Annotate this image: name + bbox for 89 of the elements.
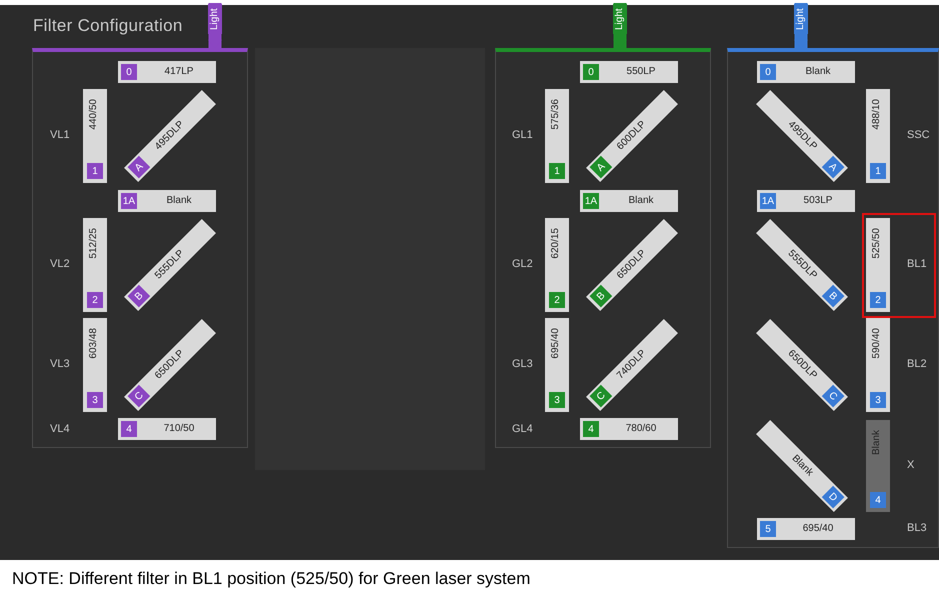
channel-label: VL2 [50, 258, 70, 270]
channel-label: VL4 [50, 423, 70, 435]
position-number: 1A [583, 193, 599, 209]
filter-slot [757, 61, 855, 83]
position-number: C [590, 384, 612, 408]
filter-slot [757, 518, 855, 540]
note-text: NOTE: Different filter in BL1 position (525/50) for Green laser system [12, 569, 530, 589]
position-number: 0 [121, 64, 137, 80]
filter-slot [580, 190, 678, 212]
position-number: 4 [870, 492, 886, 508]
filter-name: 590/40 [871, 328, 882, 359]
filter-slot [118, 190, 216, 212]
filter-name: Blank [627, 195, 654, 206]
edge-label: Light [794, 4, 808, 34]
filter-slot [83, 218, 107, 312]
position-number: 4 [121, 421, 137, 437]
filter-slot [580, 418, 678, 440]
position-number: 3 [549, 392, 565, 408]
position-number: B [590, 284, 612, 308]
channel-label: GL2 [512, 258, 533, 270]
position-number: 2 [87, 292, 103, 308]
channel-label: BL3 [907, 522, 927, 534]
filter-name: 440/50 [88, 99, 99, 130]
filter-name: 620/15 [550, 228, 561, 259]
filter-slot [545, 318, 569, 412]
position-number: 1A [760, 193, 776, 209]
channel-label: X [907, 459, 914, 471]
filter-slot [118, 61, 216, 83]
position-number: C [128, 384, 150, 408]
filter-slot [866, 218, 890, 312]
filter-slot [83, 89, 107, 183]
filter-slot [866, 420, 890, 512]
position-number: 1A [121, 193, 137, 209]
filter-slot [580, 61, 678, 83]
channel-label: GL3 [512, 358, 533, 370]
channel-label: GL4 [512, 423, 533, 435]
position-number: 1 [549, 163, 565, 179]
filter-name: 575/36 [550, 99, 561, 130]
channel-label: VL1 [50, 129, 70, 141]
position-number: C [822, 384, 844, 408]
filter-name: Blank [804, 66, 832, 77]
filter-name: 710/50 [162, 423, 196, 434]
position-number: A [128, 156, 150, 178]
filter-panel [32, 48, 248, 448]
position-number: 1 [87, 163, 103, 179]
position-number: B [128, 284, 150, 308]
filter-slot [757, 190, 855, 212]
filter-name: 603/48 [88, 328, 99, 359]
edge-label: Light [208, 4, 222, 34]
filter-slot [866, 89, 890, 183]
position-number: 0 [760, 64, 776, 80]
position-number: A [822, 156, 844, 178]
filter-name: 550LP [626, 66, 656, 77]
page-title: Filter Configuration [33, 16, 183, 36]
position-number: 2 [549, 292, 565, 308]
position-number: 3 [87, 392, 103, 408]
filter-panel [727, 48, 939, 548]
filter-name: 488/10 [871, 99, 882, 130]
position-number: 4 [583, 421, 599, 437]
filter-name: 525/50 [871, 228, 882, 259]
position-number: 5 [760, 521, 776, 537]
highlight-frame [862, 213, 936, 318]
position-number: D [822, 486, 844, 508]
channel-label: BL2 [907, 358, 927, 370]
edge-label: Light [613, 4, 627, 34]
position-number: 2 [870, 292, 886, 308]
filter-name: Blank [871, 430, 882, 456]
filter-slot [83, 318, 107, 412]
filter-slot [545, 218, 569, 312]
channel-label: VL3 [50, 358, 70, 370]
filter-name: Blank [165, 195, 192, 206]
filter-slot [118, 418, 216, 440]
channel-label: GL1 [512, 129, 533, 141]
filter-name: 695/40 [802, 523, 834, 534]
filter-panel [495, 48, 711, 448]
position-number: B [822, 284, 844, 308]
channel-label: SSC [907, 129, 930, 141]
position-number: 0 [583, 64, 599, 80]
position-number: 3 [870, 392, 886, 408]
channel-label: BL1 [907, 258, 927, 270]
filter-name: 417LP [164, 66, 194, 77]
position-number: A [590, 156, 612, 178]
filter-slot [866, 318, 890, 412]
filter-name: 503LP [802, 195, 834, 206]
filter-name: 695/40 [550, 328, 561, 359]
position-number: 1 [870, 163, 886, 179]
filter-slot [545, 89, 569, 183]
filter-name: 780/60 [624, 423, 658, 434]
filter-name: 512/25 [88, 228, 99, 259]
